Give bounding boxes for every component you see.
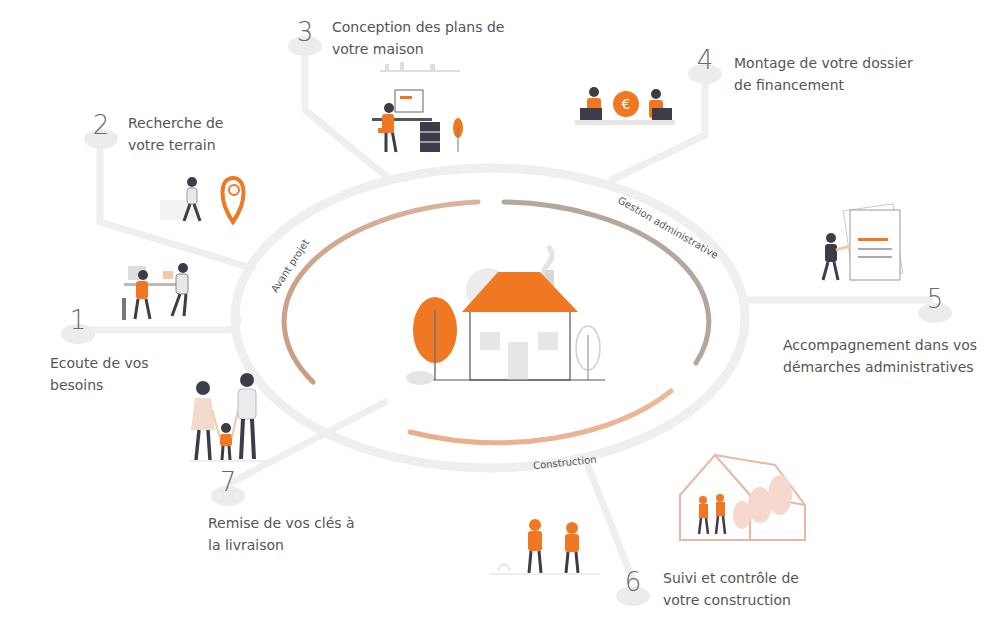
- step-label: Accompagnement dans vos démarches admini…: [783, 334, 995, 378]
- step4-illustration: €: [575, 87, 675, 125]
- callout-number: 4: [690, 45, 720, 75]
- step3-illustration: [372, 62, 463, 152]
- step-label: Suivi et contrôle de votre construction: [663, 567, 838, 611]
- step2-illustration: [160, 177, 244, 222]
- step7-illustration: [190, 373, 270, 461]
- step-label: Ecoute de vos besoins: [50, 352, 150, 396]
- callout-number: 7: [213, 467, 243, 497]
- callout-number: 2: [86, 110, 116, 140]
- arc-avant-projet: [284, 202, 478, 382]
- step6-illustration: [490, 455, 805, 574]
- svg-text:€: €: [622, 96, 631, 112]
- number-pills: [61, 36, 952, 606]
- callout-number: 6: [618, 567, 648, 597]
- step1-illustration: [122, 263, 188, 320]
- house-illustration: [406, 246, 605, 385]
- step5-illustration: [823, 204, 903, 280]
- step-label: Montage de votre dossier de financement: [734, 52, 924, 96]
- step-label: Remise de vos clés à la livraison: [208, 512, 368, 556]
- leader-lines: [88, 55, 930, 578]
- arc-construction: [410, 391, 671, 443]
- callout-number: 1: [63, 305, 93, 335]
- step-label: Recherche de votre terrain: [128, 112, 258, 156]
- callout-number: 3: [290, 17, 320, 47]
- callout-number: 5: [920, 284, 950, 314]
- outer-ring: [235, 168, 745, 468]
- step-label: Conception des plans de votre maison: [332, 16, 512, 60]
